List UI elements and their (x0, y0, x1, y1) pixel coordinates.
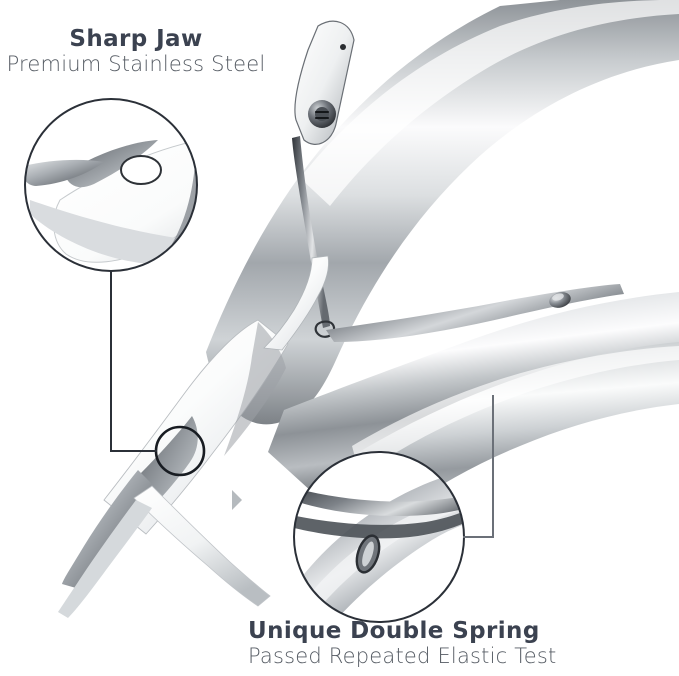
upper-handle-highlight (300, 0, 679, 206)
jaw-shoulder-shade (224, 322, 286, 456)
callout-label-spring: Unique Double Spring Passed Repeated Ela… (248, 618, 557, 669)
lower-jaw-edge (58, 500, 152, 618)
zoom-handle-bar (294, 464, 464, 622)
zoom-jaw-shoulder (172, 140, 197, 244)
callout-spring-subtitle: Passed Repeated Elastic Test (248, 644, 557, 668)
double-spring-leaf-lower (326, 284, 624, 342)
pivot-pin-hole (340, 44, 346, 50)
jaw-arm (263, 255, 329, 351)
zoom-spring-leaf-2 (294, 504, 464, 539)
jaw-tip (62, 470, 152, 588)
callout-jaw-title: Sharp Jaw (69, 26, 203, 52)
lower-handle-highlight (352, 346, 679, 476)
magnifier-jaw (24, 98, 198, 272)
magnifier-spring (293, 451, 465, 623)
lower-jaw (133, 485, 271, 607)
zoom-jaw-tip (25, 159, 104, 186)
leader-line-jaw (110, 270, 157, 452)
zoom-spring-leaf (294, 480, 464, 517)
zoom-lower-blade (30, 200, 197, 265)
callout-spring-title: Unique Double Spring (248, 618, 540, 644)
jaw-notch (232, 490, 242, 510)
pivot-screw-slot (314, 110, 330, 120)
zoom-jaw-bevel (64, 140, 158, 188)
zoom-rivet-inner (362, 541, 374, 567)
callout-label-jaw: Sharp Jaw Premium Stainless Steel (0, 26, 272, 77)
zoom-jaw-hole (120, 155, 162, 185)
spring-hook (314, 320, 336, 338)
leader-line-spring (463, 395, 494, 538)
callout-jaw-subtitle: Premium Stainless Steel (6, 52, 266, 76)
spring-rivet-highlight (552, 293, 564, 301)
